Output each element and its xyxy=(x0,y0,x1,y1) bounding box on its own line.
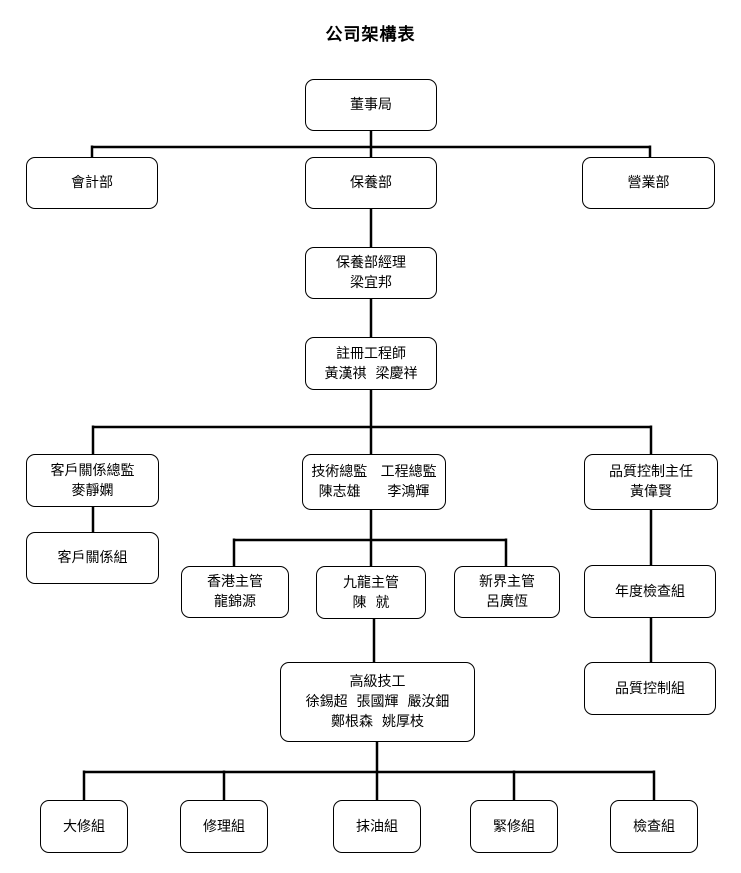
node-hk-supervisor-line-2: 龍錦源 xyxy=(214,594,256,610)
node-kln-supervisor-line-2: 陳 就 xyxy=(352,594,390,611)
node-nt-supervisor-line-2: 呂廣恆 xyxy=(486,594,528,610)
node-nt-supervisor: 新界主管 呂廣恆 xyxy=(454,566,560,618)
node-maint-manager: 保養部經理 梁宜邦 xyxy=(305,247,437,299)
node-qc-head-line-2: 黃偉賢 xyxy=(630,484,672,500)
node-senior-tech-line-2: 徐錫超 張國輝 嚴汝鈿 xyxy=(305,694,450,710)
node-nt-supervisor-line-1: 新界主管 xyxy=(479,574,535,590)
node-cr-group-line-1: 客戶關係組 xyxy=(57,550,128,566)
node-lubrication: 抹油組 xyxy=(333,800,421,853)
node-maint-manager-line-2: 梁宜邦 xyxy=(350,275,392,291)
node-maintenance: 保養部 xyxy=(305,157,437,209)
node-kln-supervisor-line-1: 九龍主管 xyxy=(343,574,399,591)
node-accounting-line-1: 會計部 xyxy=(71,175,113,191)
node-tech-director-line-1: 技術總監 工程總監 xyxy=(311,464,437,480)
node-cr-director-line-2: 麥靜嫻 xyxy=(71,482,114,499)
node-senior-tech-line-1: 高級技工 xyxy=(349,674,406,690)
node-engineers-line-1: 註冊工程師 xyxy=(336,345,406,362)
node-engineers-line-2: 黃漢祺 梁慶祥 xyxy=(324,365,418,382)
node-cr-director: 客戶關係總監 麥靜嫻 xyxy=(26,454,159,507)
node-repair: 修理組 xyxy=(180,800,268,853)
node-sales: 營業部 xyxy=(582,157,715,209)
node-inspection: 檢查組 xyxy=(610,800,698,853)
node-maint-manager-line-1: 保養部經理 xyxy=(336,255,406,271)
node-tech-director: 技術總監 工程總監 陳志雄 李鴻輝 xyxy=(302,454,446,510)
node-repair-line-1: 修理組 xyxy=(203,818,245,835)
node-maintenance-line-1: 保養部 xyxy=(350,175,392,191)
node-inspection-line-1: 檢查組 xyxy=(633,818,675,835)
node-cr-group: 客戶關係組 xyxy=(26,532,159,584)
node-engineers: 註冊工程師 黃漢祺 梁慶祥 xyxy=(305,337,437,390)
node-emergency: 緊修組 xyxy=(470,800,558,853)
node-qc-group-line-1: 品質控制組 xyxy=(615,680,685,697)
chart-title: 公司架構表 xyxy=(325,25,416,45)
node-cr-director-line-1: 客戶關係總監 xyxy=(50,462,135,479)
node-senior-tech-line-3: 鄭根森 姚厚枝 xyxy=(331,714,424,730)
node-qc-head-line-1: 品質控制主任 xyxy=(609,464,693,480)
node-accounting: 會計部 xyxy=(26,157,158,209)
node-tech-director-line-2: 陳志雄 李鴻輝 xyxy=(318,484,430,500)
node-senior-tech: 高級技工 徐錫超 張國輝 嚴汝鈿 鄭根森 姚厚枝 xyxy=(280,662,475,742)
node-lubrication-line-1: 抹油組 xyxy=(356,818,398,835)
node-qc-head: 品質控制主任 黃偉賢 xyxy=(584,454,718,510)
node-overhaul-line-1: 大修組 xyxy=(63,818,105,835)
node-hk-supervisor: 香港主管 龍錦源 xyxy=(181,566,289,618)
node-qc-group: 品質控制組 xyxy=(584,662,716,715)
node-board-line-1: 董事局 xyxy=(350,97,392,113)
node-overhaul: 大修組 xyxy=(40,800,128,853)
node-sales-line-1: 營業部 xyxy=(627,175,670,191)
node-annual-inspection-line-1: 年度檢查組 xyxy=(615,583,685,600)
node-annual-inspection: 年度檢查組 xyxy=(584,565,716,618)
node-kln-supervisor: 九龍主管 陳 就 xyxy=(316,566,426,619)
node-board: 董事局 xyxy=(305,79,437,131)
node-emergency-line-1: 緊修組 xyxy=(493,818,535,835)
node-hk-supervisor-line-1: 香港主管 xyxy=(207,574,263,590)
